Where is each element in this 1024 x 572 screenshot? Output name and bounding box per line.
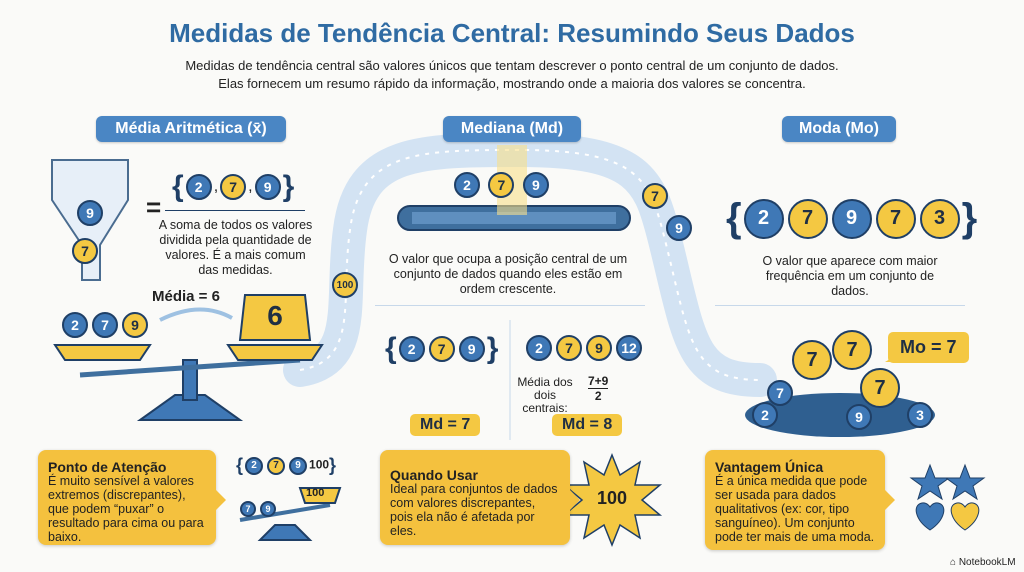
ball: 7 — [428, 336, 455, 362]
ball: 3 — [907, 402, 933, 428]
starburst-icon — [561, 452, 663, 548]
ball: 2 — [526, 335, 552, 361]
heart-icon — [950, 502, 980, 531]
equals-sign: = — [146, 192, 162, 222]
ball: 2 — [743, 198, 784, 239]
ball: 9 — [77, 200, 103, 226]
ball: 7 — [92, 312, 118, 338]
ball: 2 — [454, 172, 480, 198]
fraction-denominator: 2 — [594, 389, 602, 403]
ball: 7 — [790, 340, 834, 380]
card-title: Ponto de Atenção — [48, 459, 167, 475]
conveyor-icon — [397, 205, 631, 231]
ball: 7 — [860, 368, 900, 408]
ball: 7 — [832, 330, 872, 370]
mode-description: O valor que aparece com maior frequência… — [762, 254, 938, 298]
ball: 7 — [642, 183, 668, 209]
balance-scale-icon — [53, 344, 324, 421]
ball: 7 — [220, 174, 247, 200]
star-icon — [944, 463, 986, 501]
card-title: Vantagem Única — [715, 459, 824, 475]
ball: 7 — [72, 238, 98, 264]
ball: 7 — [488, 172, 515, 198]
section-label-mode: Moda (Mo) — [782, 116, 896, 142]
median-description: O valor que ocupa a posição central de u… — [388, 252, 628, 296]
brand-logo: ⌂ NotebookLM — [950, 557, 1016, 568]
weight-value: 6 — [267, 300, 283, 331]
ball: 3 — [919, 198, 960, 239]
ball: 2 — [398, 336, 425, 362]
ball: 7 — [875, 198, 916, 239]
mean-result: Média = 6 — [152, 288, 220, 305]
outlier-value: 100 — [309, 457, 330, 472]
ball: 2 — [185, 174, 212, 200]
section-label-mean: Média Aritmética (x̄) — [96, 116, 286, 142]
conveyor-balls: 2 7 9 — [452, 172, 551, 198]
mean-description: A soma de todos os valores dividida pela… — [158, 218, 313, 277]
starburst-value: 100 — [596, 488, 628, 508]
ball: 100 — [332, 272, 358, 298]
ball: 12 — [616, 335, 642, 361]
ball: 9 — [122, 312, 148, 338]
ball: 7 — [556, 335, 582, 361]
funnel-balls: 9 — [75, 200, 105, 226]
brand-name: NotebookLM — [958, 557, 1016, 568]
small-scale-icon — [239, 487, 342, 541]
page-title: Medidas de Tendência Central: Resumindo … — [169, 18, 855, 48]
ball: 7 — [267, 456, 286, 475]
card-title: Quando Usar — [390, 467, 478, 483]
fraction: 7+9 2 — [588, 374, 609, 403]
subtitle-line: Elas fornecem um resumo rápido da inform… — [218, 76, 806, 91]
section-label-median: Mediana (Md) — [443, 116, 581, 142]
small-weight-value: 100 — [306, 487, 325, 499]
fraction-numerator: 7+9 — [588, 374, 609, 389]
card-text: Ideal para conjuntos de dados com valore… — [390, 482, 558, 538]
ball: 7 — [767, 380, 793, 406]
subtitle-line: Medidas de tendência central são valores… — [185, 58, 839, 73]
ball: 9 — [260, 500, 276, 517]
card-text: É muito sensível a valores extremos (dis… — [48, 474, 204, 544]
ball: 7 — [787, 198, 828, 239]
ball: 2 — [245, 456, 264, 475]
ball: 9 — [458, 336, 485, 362]
median-odd-result: Md = 7 — [410, 414, 481, 436]
mean-set: {2,7,9} — [172, 170, 295, 203]
ball: 9 — [666, 215, 692, 241]
ball: 7 — [240, 500, 256, 517]
heart-icon — [915, 502, 945, 531]
star-icon — [909, 463, 951, 501]
arrow-icon — [159, 307, 233, 322]
ball: 9 — [254, 174, 281, 200]
ball: 9 — [289, 456, 308, 475]
card-text: É a única medida que pode ser usada para… — [715, 474, 875, 544]
weight-icon — [238, 294, 312, 341]
mode-result: Mo = 7 — [888, 332, 969, 363]
ball: 9 — [522, 172, 549, 198]
ball: 2 — [752, 402, 778, 428]
ball: 9 — [846, 404, 872, 430]
ball: 2 — [62, 312, 88, 338]
ball: 9 — [831, 198, 872, 239]
ball: 7 — [792, 340, 832, 380]
ball: 9 — [586, 335, 612, 361]
even-note: Média dos dois centrais: — [517, 375, 573, 415]
median-even-result: Md = 8 — [552, 414, 623, 436]
